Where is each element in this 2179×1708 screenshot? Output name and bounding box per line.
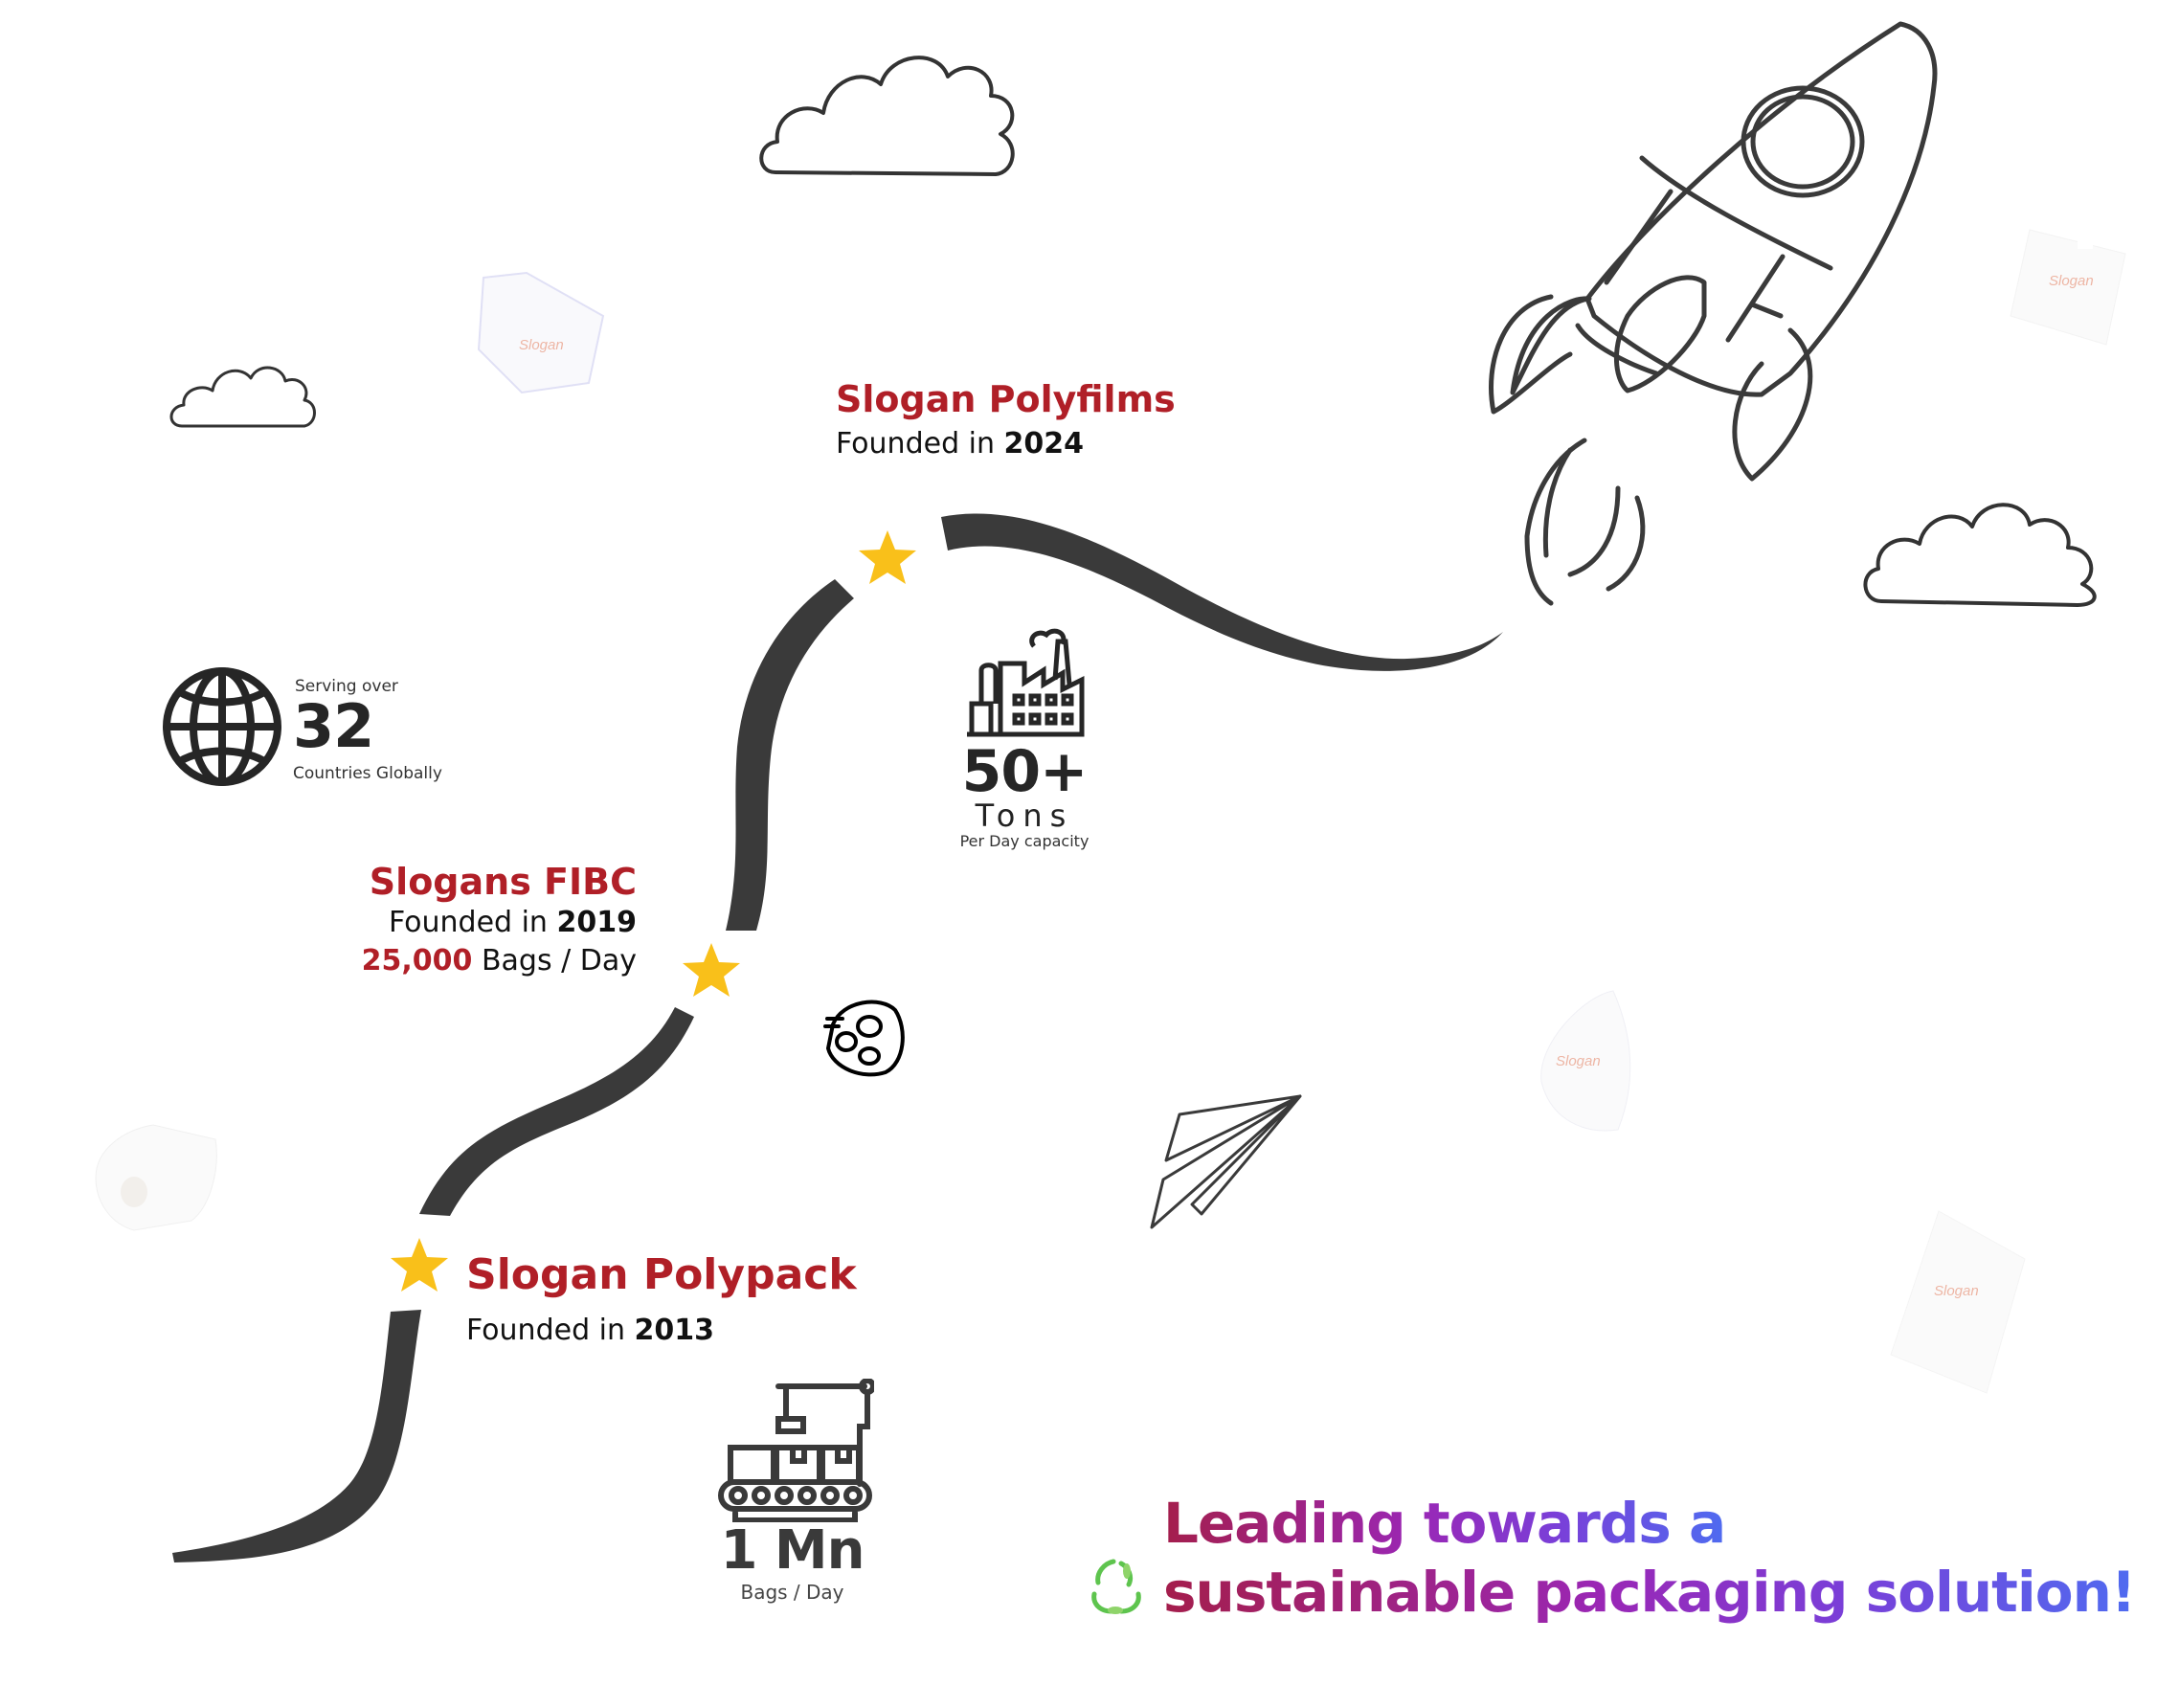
star-icon xyxy=(391,1238,448,1292)
cloud-icon xyxy=(1863,503,2097,607)
product-logo: Slogan xyxy=(1934,1283,1979,1299)
star-icon xyxy=(859,530,916,584)
path-segment-1 xyxy=(172,1310,421,1562)
bags-label: Bags / Day xyxy=(740,1581,844,1604)
countries-value: 32 xyxy=(293,691,374,761)
path-segment-3 xyxy=(726,579,854,931)
founded-label: Founded in xyxy=(466,1314,625,1347)
path-segment-2 xyxy=(419,1007,694,1216)
cloud-icon xyxy=(169,366,316,428)
milestone-fibc: Slogans FIBC Founded in 2019 25,000 Bags… xyxy=(335,860,637,980)
film-roll-image xyxy=(86,1111,220,1235)
pillow-bag-image: Slogan xyxy=(1881,1202,2054,1412)
rocket-icon xyxy=(1489,21,1938,606)
founded-year: 2024 xyxy=(1003,427,1085,461)
meteor-icon xyxy=(823,1000,905,1077)
cloud-icon xyxy=(759,56,1015,176)
milestone-founded: Founded in 2019 xyxy=(335,904,637,942)
tons-label: Per Day capacity xyxy=(959,832,1090,850)
loop-bag-image: Slogan xyxy=(1527,977,1642,1139)
star-icon xyxy=(683,943,740,997)
capacity-unit: Bags / Day xyxy=(481,944,637,978)
founded-label: Founded in xyxy=(836,427,995,461)
fibc-bag-image: Slogan xyxy=(469,258,613,402)
stat-tons: 50+ Tons Per Day capacity xyxy=(943,627,1106,852)
founded-year: 2019 xyxy=(556,906,638,939)
milestone-founded: Founded in 2013 xyxy=(466,1302,857,1360)
path-segment-4 xyxy=(941,513,1503,671)
tons-unit: Tons xyxy=(975,798,1074,834)
milestone-polypack: Slogan Polypack Founded in 2013 xyxy=(466,1248,857,1360)
paper-plane-icon xyxy=(1150,1094,1302,1229)
countries-label-bottom: Countries Globally xyxy=(293,764,442,783)
countries-label-top: Serving over xyxy=(295,677,398,696)
recycle-icon xyxy=(1091,1559,1141,1614)
factory-icon xyxy=(967,628,1085,737)
dcut-bag-image: Slogan xyxy=(2001,220,2135,354)
founded-year: 2013 xyxy=(634,1314,715,1347)
conveyor-icon xyxy=(717,1379,874,1522)
tagline-line-1: Leading towards a xyxy=(1163,1491,1726,1556)
stat-bags: 1 Mn Bags / Day xyxy=(708,1379,876,1605)
milestone-capacity: 25,000 Bags / Day xyxy=(335,942,637,980)
milestone-polyfilms: Slogan Polyfilms Founded in 2024 xyxy=(836,376,1176,466)
milestone-title: Slogan Polypack xyxy=(466,1250,857,1299)
product-logo: Slogan xyxy=(519,337,564,353)
product-logo: Slogan xyxy=(2049,273,2094,289)
tons-value: 50+ xyxy=(961,738,1089,805)
milestone-title: Slogan Polyfilms xyxy=(836,378,1176,420)
capacity-value: 25,000 xyxy=(361,944,473,978)
founded-label: Founded in xyxy=(388,906,548,939)
bags-value: 1 Mn xyxy=(720,1519,865,1582)
globe-icon xyxy=(163,667,281,786)
tagline-line-2: sustainable packaging solution! xyxy=(1163,1560,2136,1625)
milestone-founded: Founded in 2024 xyxy=(836,422,1176,466)
product-logo: Slogan xyxy=(1556,1053,1601,1069)
milestone-title: Slogans FIBC xyxy=(369,861,637,903)
